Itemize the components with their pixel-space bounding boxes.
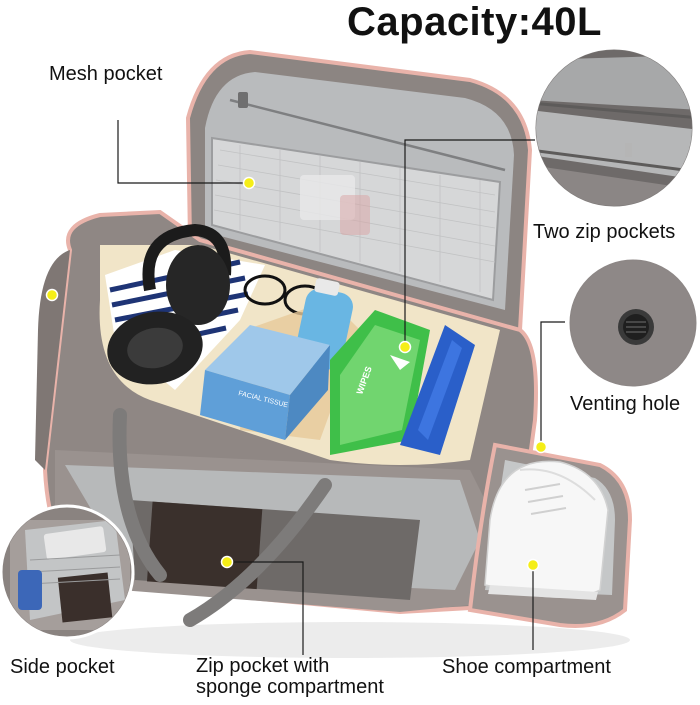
zip-pocket-label-line2: sponge compartment (196, 676, 384, 698)
callout-dots (45, 176, 548, 572)
side-pocket-inset (0, 504, 135, 640)
headphones (166, 245, 230, 325)
shoe-compartment-label: Shoe compartment (442, 656, 611, 678)
shoe-compartment (467, 442, 633, 628)
zip-pocket-label-line1: Zip pocket with (196, 655, 330, 677)
bag-contents: FACIAL TISSUE WIPES (105, 223, 475, 455)
bag-handles (112, 408, 332, 627)
capacity-title: Capacity:40L (347, 0, 602, 44)
venting-hole-inset (566, 256, 700, 390)
bag-shadow (70, 622, 630, 658)
venting-hole-label: Venting hole (570, 393, 681, 415)
mesh-pocket-label: Mesh pocket (49, 63, 163, 85)
tissue-box: FACIAL TISSUE (200, 325, 330, 440)
zip-pocket-label: Zip pocket with sponge compartment (196, 656, 384, 698)
zip-pockets-inset (532, 46, 696, 210)
two-zip-pockets-label: Two zip pockets (533, 221, 676, 243)
side-pocket-label: Side pocket (10, 656, 115, 678)
callout-lines (52, 120, 565, 655)
